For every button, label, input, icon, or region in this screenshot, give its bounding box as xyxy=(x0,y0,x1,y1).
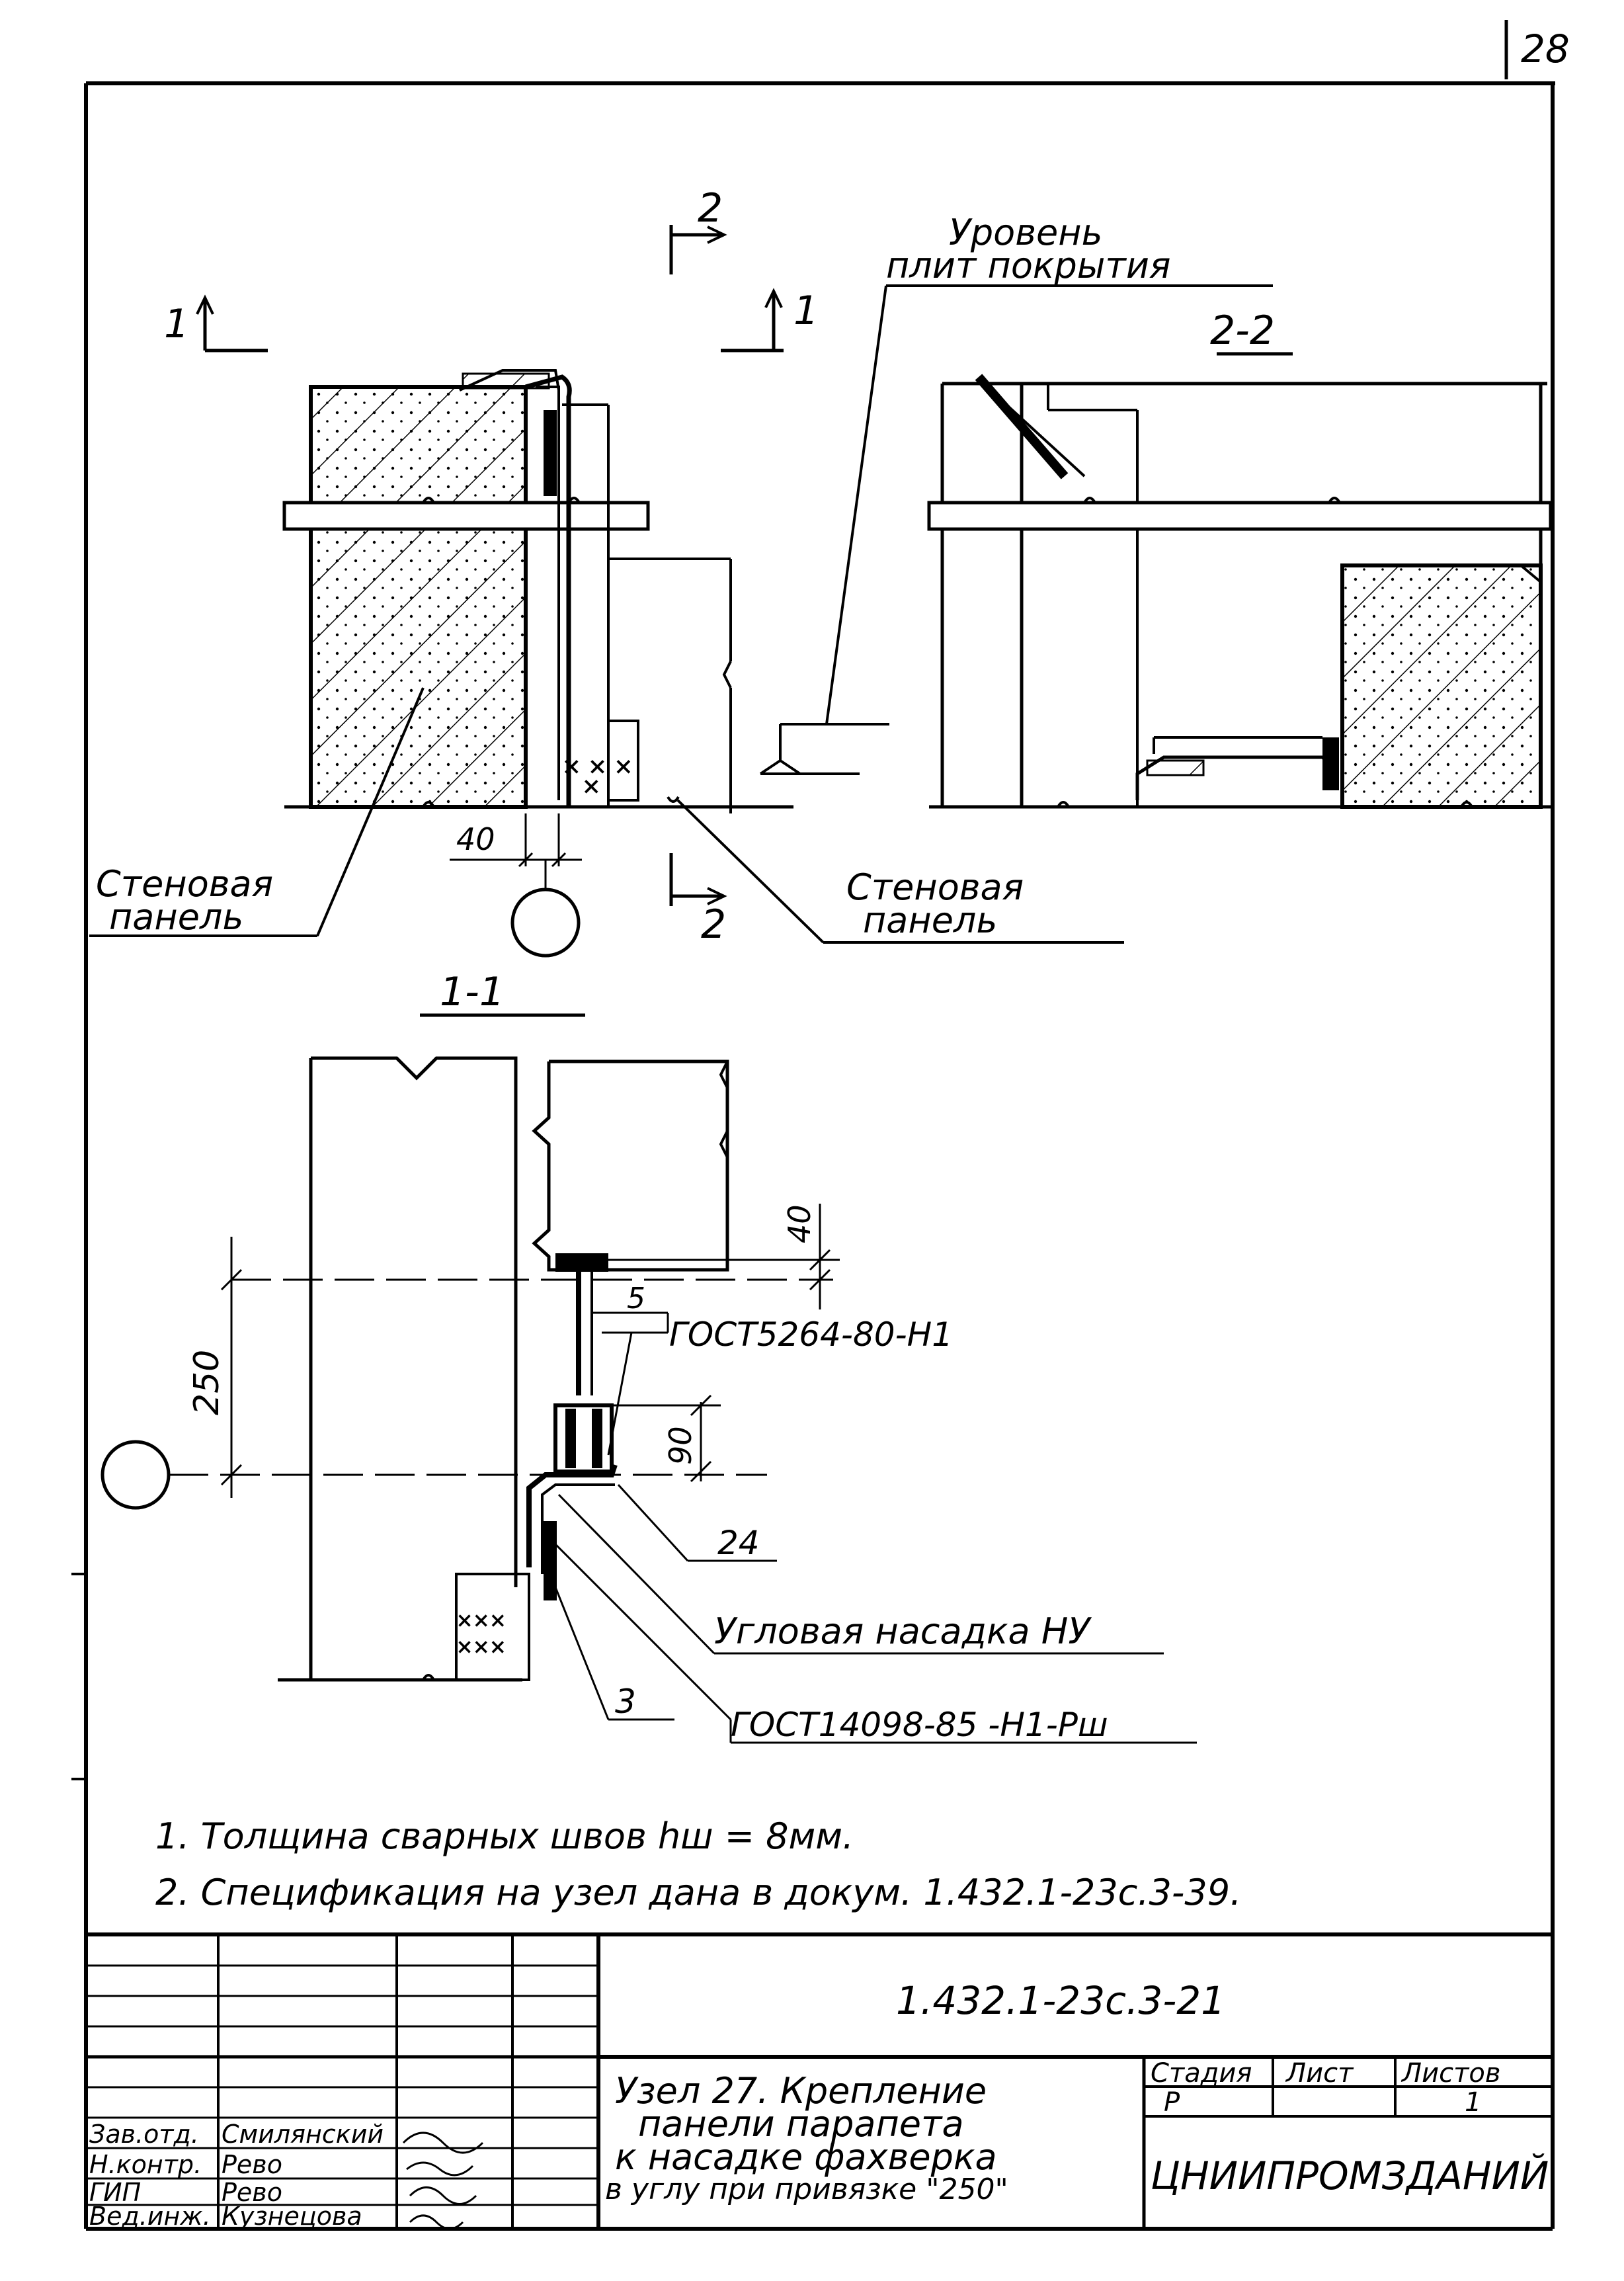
corner-nozzle-label: Угловая насадка НУ xyxy=(714,1610,1092,1652)
stage-header: Стадия xyxy=(1151,2058,1252,2089)
wall-panel-left-line1: Стеновая xyxy=(96,863,273,905)
sheet-frame xyxy=(71,20,1555,2231)
elevation-view: × × × × xyxy=(89,225,1273,958)
gost-14098-label: ГОСТ14098-85 -Н1-Рш xyxy=(731,1706,1108,1744)
section-2-2-view xyxy=(927,352,1553,809)
notes: 1. Толщина сварных швов hш = 8мм. 2. Спе… xyxy=(155,1815,1241,1913)
sig-role-2: Н.контр. xyxy=(89,2150,202,2179)
sheets-header: Листов xyxy=(1401,2058,1500,2089)
document-code: 1.432.1-23с.3-21 xyxy=(896,1978,1225,2023)
wall-panel-left-line2: панель xyxy=(109,896,243,938)
title-line-4: в углу при привязке "250" xyxy=(605,2173,1008,2206)
sig-name-1: Смилянский xyxy=(222,2120,384,2149)
note-1: 1. Толщина сварных швов hш = 8мм. xyxy=(155,1815,854,1857)
dim-250: 250 xyxy=(187,1350,227,1415)
sig-name-4: Кузнецова xyxy=(222,2202,362,2231)
dim-40-top: 40 xyxy=(456,821,495,857)
sig-name-2: Рево xyxy=(222,2150,282,2179)
title-line-1: Узел 27. Крепление xyxy=(615,2070,987,2112)
section-mark-1-top: 1 xyxy=(164,301,189,347)
wall-panel-right-line2: панель xyxy=(863,899,997,941)
svg-text:×××: ××× xyxy=(456,1609,506,1632)
sig-name-3: Рево xyxy=(222,2178,282,2207)
section-mark-2-top: 2 xyxy=(698,185,723,231)
section-1-1-view: ××× ××× xyxy=(101,1013,1197,1744)
title-line-3: к насадке фахверка xyxy=(615,2136,997,2178)
level-label-line2: плит покрытия xyxy=(886,245,1170,286)
item-3-label: 3 xyxy=(615,1682,636,1721)
title-block xyxy=(86,1932,1553,2230)
sheet-header: Лист xyxy=(1285,2058,1354,2089)
svg-text:×: × xyxy=(582,773,601,800)
gost-5264-label: ГОСТ5264-80-Н1 xyxy=(669,1315,953,1354)
title-block-text: 1.432.1-23с.3-21 Узел 27. Крепление пане… xyxy=(89,1978,1549,2231)
level-label-line1: Уровень xyxy=(949,212,1102,253)
sheet-number: 28 xyxy=(1521,26,1570,71)
section-mark-2-bottom: 2 xyxy=(701,901,726,948)
section-2-2-title: 2-2 xyxy=(1210,308,1275,354)
sig-role-3: ГИП xyxy=(89,2178,141,2207)
section-1-1-title: 1-1 xyxy=(440,969,505,1015)
dim-90: 90 xyxy=(663,1426,698,1465)
sig-role-4: Вед.инж. xyxy=(89,2202,211,2231)
sheets-value: 1 xyxy=(1465,2087,1481,2118)
section-mark-1-right: 1 xyxy=(793,288,819,334)
stage-value: Р xyxy=(1164,2087,1180,2118)
dim-40-right: 40 xyxy=(782,1204,817,1243)
title-line-2: панели парапета xyxy=(638,2103,964,2145)
item-24-label: 24 xyxy=(717,1524,760,1562)
svg-text:× × ×: × × × xyxy=(562,753,633,780)
note-2: 2. Спецификация на узел дана в докум. 1.… xyxy=(155,1872,1241,1913)
weld-5-label: 5 xyxy=(627,1282,645,1315)
organization: ЦНИИПРОМЗДАНИЙ xyxy=(1151,2153,1549,2198)
sig-role-1: Зав.отд. xyxy=(89,2120,199,2149)
wall-panel-right-line1: Стеновая xyxy=(846,866,1024,908)
drawing-labels: Уровень плит покрытия 1 1 2 2 2-2 1-1 Ст… xyxy=(96,185,1275,1744)
svg-text:×××: ××× xyxy=(456,1636,506,1659)
